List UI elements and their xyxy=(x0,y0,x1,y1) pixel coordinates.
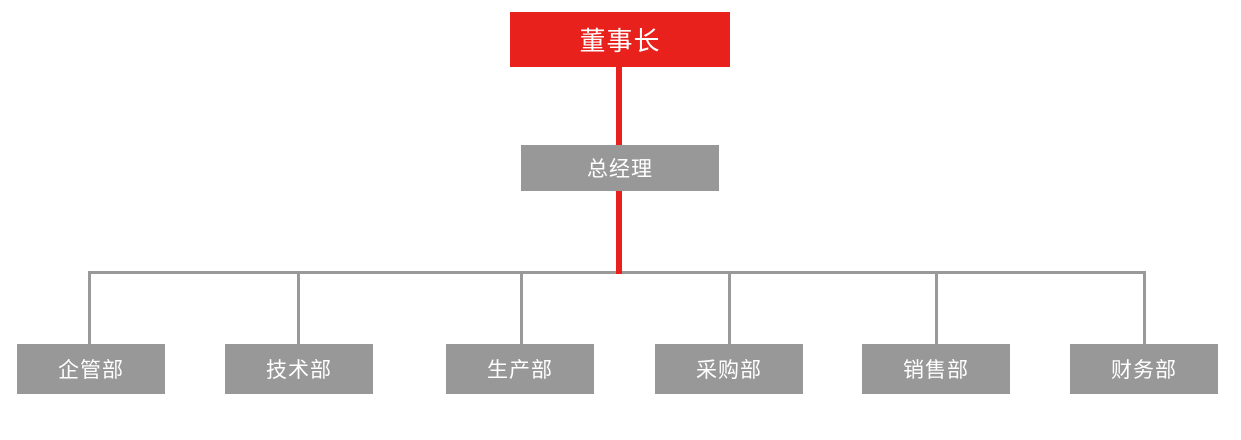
node-dept-1[interactable]: 企管部 xyxy=(17,344,165,394)
node-dept-6[interactable]: 财务部 xyxy=(1070,344,1218,394)
node-dept-3-label: 生产部 xyxy=(487,359,553,382)
connector-drop-dept-2 xyxy=(297,271,300,345)
connector-drop-dept-4 xyxy=(728,271,731,345)
connector-drop-dept-6 xyxy=(1143,271,1146,345)
connector-drop-dept-3 xyxy=(520,271,523,345)
connector-drop-dept-1 xyxy=(88,271,91,345)
node-dept-4[interactable]: 采购部 xyxy=(655,344,803,394)
node-general-manager-label: 总经理 xyxy=(587,158,653,181)
node-chairman-label: 董事长 xyxy=(579,26,661,56)
node-dept-2[interactable]: 技术部 xyxy=(225,344,373,394)
node-dept-4-label: 采购部 xyxy=(696,359,762,382)
node-general-manager[interactable]: 总经理 xyxy=(521,145,719,191)
node-dept-6-label: 财务部 xyxy=(1111,359,1177,382)
node-dept-5-label: 销售部 xyxy=(903,359,969,382)
node-dept-1-label: 企管部 xyxy=(58,359,124,382)
node-dept-5[interactable]: 销售部 xyxy=(862,344,1010,394)
connector-drop-dept-5 xyxy=(935,271,938,345)
node-dept-2-label: 技术部 xyxy=(266,359,332,382)
node-chairman[interactable]: 董事长 xyxy=(510,12,730,67)
node-dept-3[interactable]: 生产部 xyxy=(446,344,594,394)
